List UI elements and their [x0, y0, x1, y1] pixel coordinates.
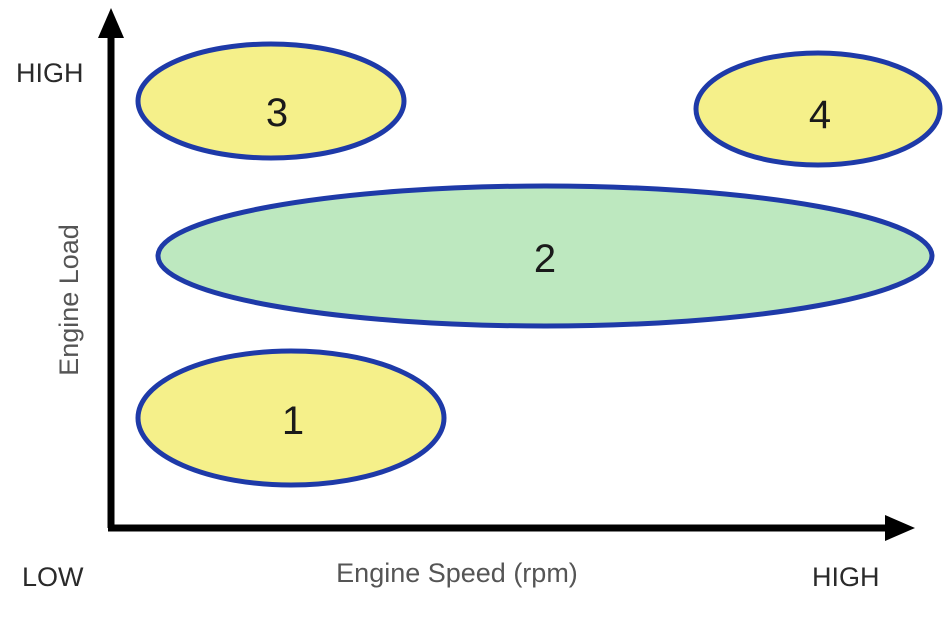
y-axis-title: Engine Load — [54, 224, 84, 376]
region-4-ellipse — [693, 50, 943, 168]
x-axis-high-label: HIGH — [812, 562, 880, 592]
region-4-label: 4 — [809, 93, 831, 137]
x-axis-arrowhead — [885, 515, 915, 541]
region-1-ellipse — [135, 348, 447, 488]
region-2-ellipse — [155, 183, 935, 329]
region-1-label: 1 — [282, 399, 304, 443]
y-axis-high-label: HIGH — [16, 58, 84, 88]
region-2-label: 2 — [534, 237, 556, 281]
x-axis-title: Engine Speed (rpm) — [336, 558, 578, 588]
y-axis-arrowhead — [98, 8, 124, 38]
x-axis-low-label: LOW — [22, 562, 84, 592]
region-3-ellipse — [135, 41, 407, 161]
region-3-label: 3 — [266, 91, 288, 135]
